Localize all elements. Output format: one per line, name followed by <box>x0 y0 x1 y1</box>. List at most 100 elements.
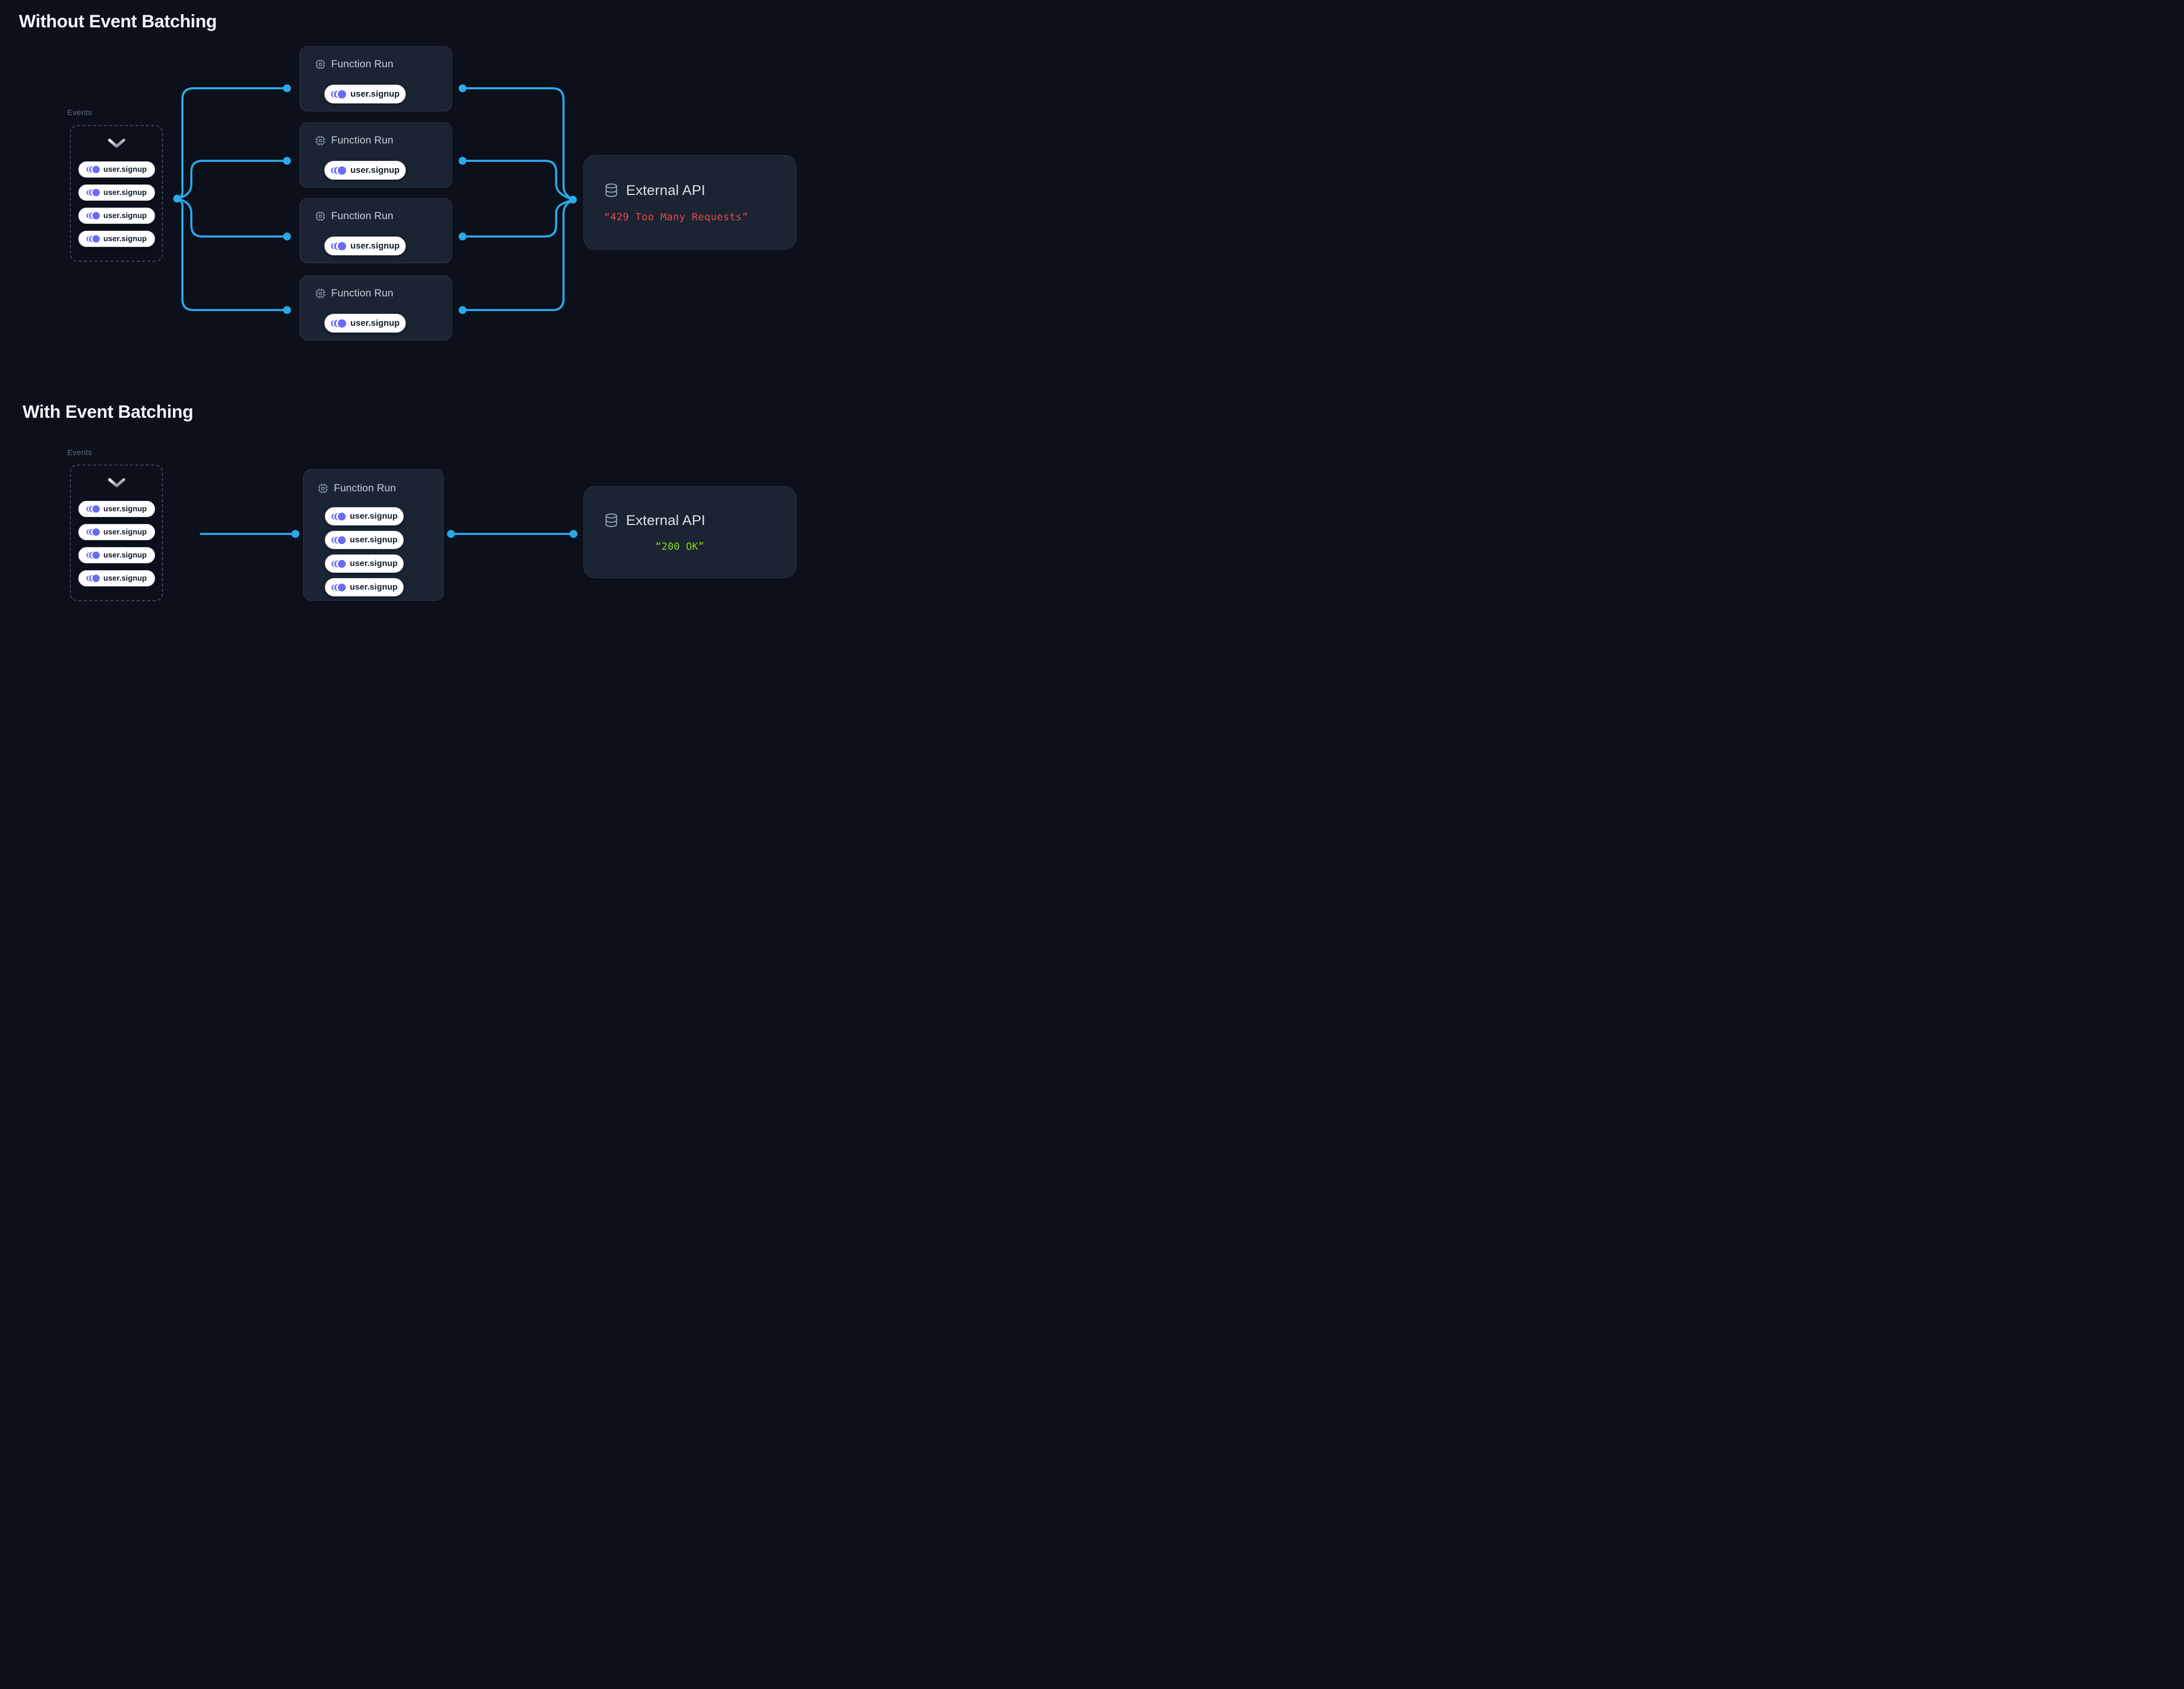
external-api-title: External API <box>626 182 705 198</box>
event-pill: user.signup <box>324 85 406 104</box>
event-pill-label: user.signup <box>350 318 400 328</box>
event-pill-icon <box>86 166 100 173</box>
event-pill-icon <box>86 551 100 559</box>
event-pill-icon <box>331 512 346 520</box>
cpu-icon <box>315 211 326 222</box>
function-run-title: Function Run <box>331 210 394 222</box>
event-pill: user.signup <box>78 570 155 586</box>
connector-line <box>176 198 288 238</box>
event-pill: user.signup <box>78 501 155 517</box>
chevron-down-icon <box>106 476 127 490</box>
event-pill-label: user.signup <box>103 574 147 583</box>
api-status-text: “429 Too Many Requests” <box>604 211 748 223</box>
event-pill-label: user.signup <box>103 165 147 174</box>
event-pill-label: user.signup <box>350 89 400 99</box>
events-label: Events <box>67 448 93 457</box>
connector-line <box>176 198 288 311</box>
external-api-title: External API <box>626 512 705 528</box>
connector-line <box>176 87 288 200</box>
event-pill-icon <box>331 560 346 568</box>
api-status-text: “200 OK” <box>655 541 705 552</box>
connector-line <box>176 160 288 200</box>
connector-lines <box>173 84 578 538</box>
function-run-title: Function Run <box>334 482 396 494</box>
connector-line <box>462 199 574 311</box>
event-pill-icon <box>86 235 100 243</box>
event-pill-icon <box>331 90 346 98</box>
connector-dot <box>458 232 467 241</box>
connector-dot <box>458 157 467 165</box>
external-api-card: External API “429 Too Many Requests” <box>583 155 796 250</box>
connector-dot <box>283 84 291 92</box>
event-pill-label: user.signup <box>103 528 147 537</box>
event-pill-icon <box>86 528 100 536</box>
event-pill: user.signup <box>78 184 155 201</box>
connector-dot <box>458 306 467 314</box>
function-run-card: Function Run user.signup <box>300 198 452 263</box>
event-pill-icon <box>86 212 100 220</box>
event-pill-label: user.signup <box>103 234 147 243</box>
function-run-title: Function Run <box>331 135 394 146</box>
event-pill-icon <box>86 574 100 582</box>
function-run-card: Function Run user.signup user.signup use… <box>303 469 444 601</box>
event-pill-label: user.signup <box>103 211 147 220</box>
event-pill: user.signup <box>325 531 404 549</box>
connector-dot <box>291 530 300 538</box>
event-pill-label: user.signup <box>103 188 147 197</box>
function-run-card: Function Run user.signup <box>300 275 452 341</box>
section-title-with-batching: With Event Batching <box>23 402 193 422</box>
event-pill-label: user.signup <box>350 559 398 568</box>
event-pill: user.signup <box>324 236 406 255</box>
event-pill-label: user.signup <box>350 582 398 592</box>
connector-dot <box>283 157 291 165</box>
database-icon <box>606 183 617 197</box>
event-pill: user.signup <box>78 524 155 540</box>
chevron-down-icon <box>106 137 127 150</box>
event-pill: user.signup <box>324 161 406 180</box>
connector-dot <box>283 306 291 314</box>
section-title-without-batching: Without Event Batching <box>19 12 217 32</box>
event-pill-label: user.signup <box>103 551 147 560</box>
event-pill-icon <box>331 583 346 591</box>
connector-dot <box>173 194 181 203</box>
event-pill-icon <box>331 536 346 544</box>
event-pill-label: user.signup <box>350 241 400 251</box>
event-pill: user.signup <box>78 231 155 247</box>
event-pill-icon <box>331 242 346 250</box>
cpu-icon <box>317 483 329 494</box>
event-pill: user.signup <box>78 161 155 178</box>
connector-dot <box>569 195 577 204</box>
connector-line <box>462 87 574 201</box>
event-batching-diagram: Without Event Batching Events user.signu… <box>0 0 824 637</box>
event-pill-icon <box>86 189 100 197</box>
connector-dot <box>447 530 455 538</box>
function-run-title: Function Run <box>331 287 394 299</box>
event-pill-label: user.signup <box>103 504 147 513</box>
connector-line <box>462 199 574 238</box>
database-icon <box>606 513 617 527</box>
event-pill: user.signup <box>78 208 155 224</box>
event-pill: user.signup <box>324 314 406 333</box>
events-panel: user.signup user.signup user.signup user… <box>70 465 163 601</box>
function-run-title: Function Run <box>331 58 394 70</box>
external-api-card: External API “200 OK” <box>583 486 796 578</box>
event-pill-icon <box>86 505 100 513</box>
function-run-card: Function Run user.signup <box>300 46 452 111</box>
event-pill-icon <box>331 319 346 327</box>
cpu-icon <box>315 288 326 299</box>
event-pill: user.signup <box>78 547 155 563</box>
cpu-icon <box>315 135 326 146</box>
connector-dot <box>569 530 578 538</box>
event-pill: user.signup <box>325 507 404 526</box>
event-pill-label: user.signup <box>350 535 398 544</box>
event-pill-icon <box>331 166 346 174</box>
connector-line <box>462 160 574 201</box>
event-pill: user.signup <box>325 554 404 573</box>
connector-dot <box>283 232 291 241</box>
event-pill-label: user.signup <box>350 511 398 521</box>
function-run-card: Function Run user.signup <box>300 122 452 188</box>
event-pill: user.signup <box>325 578 404 596</box>
events-panel: user.signup user.signup user.signup user… <box>70 125 163 262</box>
connector-dot <box>458 84 467 92</box>
cpu-icon <box>315 59 326 70</box>
